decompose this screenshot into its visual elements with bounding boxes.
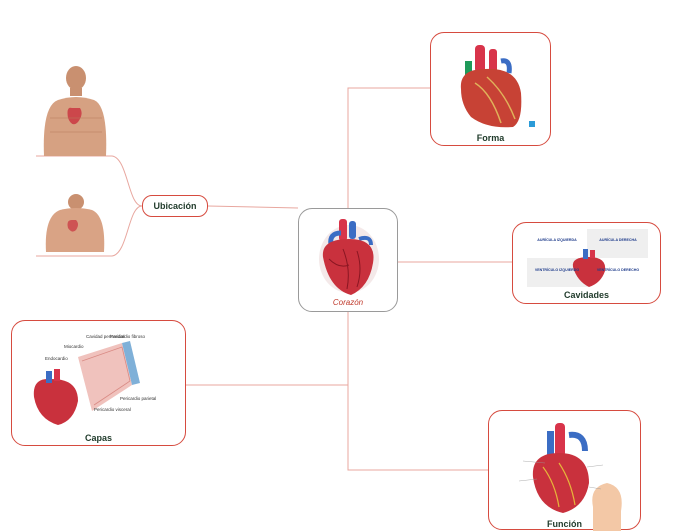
ad-text: AURÍCULA DERECHA (599, 237, 637, 242)
torso-front-image (36, 62, 112, 156)
endocardio-text: Endocardio (45, 356, 68, 361)
central-topic-node[interactable]: Corazón (298, 208, 398, 312)
funcion-label: Función (547, 519, 582, 529)
visceral-text: Pericardio visceral (94, 407, 131, 412)
heart-illustration (319, 219, 379, 295)
ubicacion-node[interactable]: Ubicación (142, 195, 208, 217)
connector-lines (36, 87, 512, 471)
cavidades-label: Cavidades (563, 290, 610, 300)
miocardio-text: Miocardio (64, 344, 84, 349)
parietal-text: Pericardio parietal (120, 396, 156, 401)
cavidad-text: Cavidad pericardial (86, 334, 125, 339)
cavidades-node[interactable]: AURÍCULA IZQUIERDA AURÍCULA DERECHA VENT… (512, 222, 661, 304)
vd-text: VENTRÍCULO DERECHO (597, 267, 640, 272)
ai-text: AURÍCULA IZQUIERDA (537, 237, 577, 242)
vi-text: VENTRÍCULO IZQUIERDO (535, 267, 580, 272)
heart-circulation-illustration (518, 423, 622, 531)
capas-node[interactable]: Cavidad pericardial Pericardio fibroso M… (11, 320, 186, 446)
forma-node[interactable]: Forma (430, 32, 551, 146)
fibroso-text: Pericardio fibroso (110, 334, 146, 339)
funcion-node[interactable]: Función (488, 410, 641, 531)
cavities-diagram: AURÍCULA IZQUIERDA AURÍCULA DERECHA VENT… (527, 229, 648, 287)
torso-back-image (36, 190, 112, 252)
central-topic-label: Corazón (332, 298, 364, 307)
capas-label: Capas (84, 433, 112, 443)
forma-label: Forma (476, 133, 505, 143)
heart-layers-illustration: Cavidad pericardial Pericardio fibroso M… (33, 334, 156, 425)
heart-front-illustration (460, 45, 535, 128)
